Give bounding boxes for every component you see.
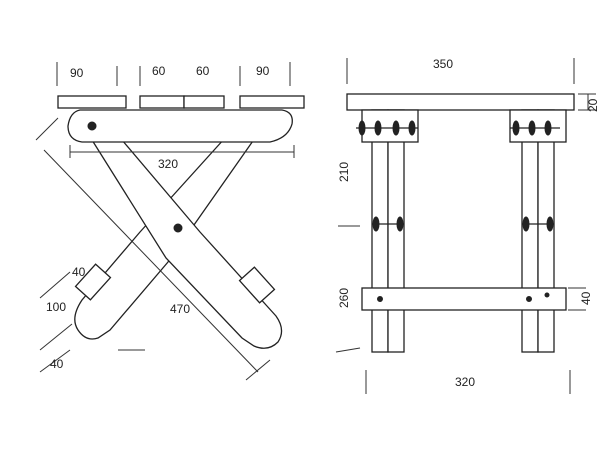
dim-foot-lower: 40 xyxy=(50,357,64,371)
pivot-bolt xyxy=(173,223,183,233)
height-dimension-lines xyxy=(335,225,361,353)
dim-bottom-width: 320 xyxy=(455,375,475,389)
dim-diagonal: 470 xyxy=(170,302,190,316)
rail-screws xyxy=(377,292,550,302)
front-leg xyxy=(90,139,283,349)
front-legs xyxy=(361,109,567,353)
dim-slat-center-left: 60 xyxy=(152,64,166,78)
top-dimension-ticks xyxy=(56,62,291,86)
width-dimension xyxy=(69,145,295,158)
seat-thickness-dimension xyxy=(578,93,596,111)
front-view: 350 20 xyxy=(335,57,600,394)
dim-rail: 40 xyxy=(579,291,593,305)
rail-dimension xyxy=(568,287,586,311)
lower-rail xyxy=(361,287,567,311)
diagonal-dimension xyxy=(35,117,271,381)
bottom-width-dimension xyxy=(365,370,571,394)
bolt-rods xyxy=(356,120,560,232)
dim-top-width: 350 xyxy=(433,57,453,71)
dim-slat-center-right: 60 xyxy=(196,64,210,78)
top-width-dimension xyxy=(346,58,575,84)
dim-foot-height: 100 xyxy=(46,300,66,314)
seat-board xyxy=(346,93,575,111)
side-view: 90 60 60 90 320 xyxy=(35,62,305,381)
seat-slats xyxy=(57,95,305,109)
dim-slat-right: 90 xyxy=(256,64,270,78)
apron-bolt xyxy=(87,121,97,131)
dim-width: 320 xyxy=(158,157,178,171)
seat-apron xyxy=(67,109,293,143)
dim-lower-height: 260 xyxy=(337,288,351,308)
dim-foot-upper: 40 xyxy=(72,265,86,279)
foot-dimension-lines xyxy=(39,271,145,373)
dim-slat-left: 90 xyxy=(70,66,84,80)
dim-upper-height: 210 xyxy=(337,162,351,182)
dim-seat-thickness: 20 xyxy=(586,98,600,112)
